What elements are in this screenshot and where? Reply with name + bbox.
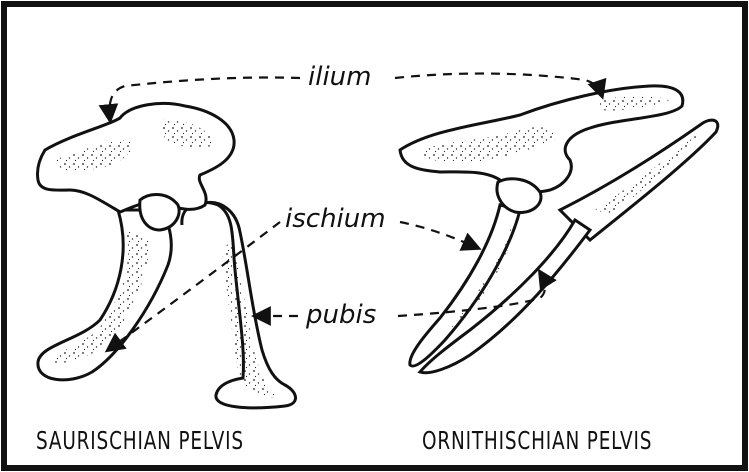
ornithischian-pelvis	[400, 86, 718, 373]
pubis-label: pubis	[303, 302, 379, 328]
saurischian-caption: SAURISCHIAN PELVIS	[36, 428, 244, 453]
ilium-label: ilium	[305, 64, 374, 90]
ischium-label: ischium	[282, 206, 389, 232]
ornithischian-caption: ORNITHISCHIAN PELVIS	[422, 428, 652, 453]
ilium-connector-right	[395, 74, 602, 96]
saurischian-ischium	[38, 210, 171, 380]
border-frame	[4, 4, 745, 468]
ischium-connector-right	[400, 222, 478, 248]
